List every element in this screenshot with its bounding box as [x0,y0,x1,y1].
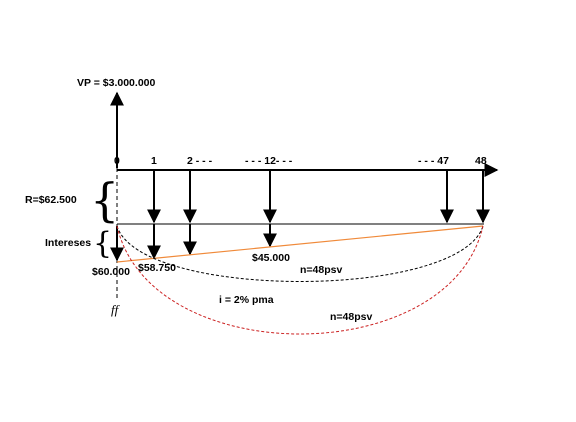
interest-value-first: $60.000 [92,266,130,278]
interest-value-twelfth: $45.000 [252,252,290,264]
period-label-47: - - - 47 [418,155,449,167]
n-label-black-arc: n=48psv [300,264,342,276]
dashed-arc-black [116,225,484,282]
period-label-2: 2 - - - [187,155,213,167]
payment-label: R=$62.500 [25,194,77,206]
n-label-red-arc: n=48psv [330,311,372,323]
payment-brace: { [90,173,119,227]
focal-date-label: ff [111,302,121,317]
present-value-label: VP = $3.000.000 [77,77,155,89]
interest-value-second: $58.750 [138,262,176,274]
period-label-0: 0 [114,155,120,167]
dashed-arc-red [116,225,484,335]
period-label-12: - - - 12- - - [245,155,293,167]
interest-label: Intereses [45,237,91,249]
period-label-1: 1 [151,155,157,167]
period-label-48: 48 [475,155,487,167]
interest-decline-line [116,225,484,263]
interest-brace: { [93,226,112,261]
rate-label: i = 2% pma [219,294,274,306]
